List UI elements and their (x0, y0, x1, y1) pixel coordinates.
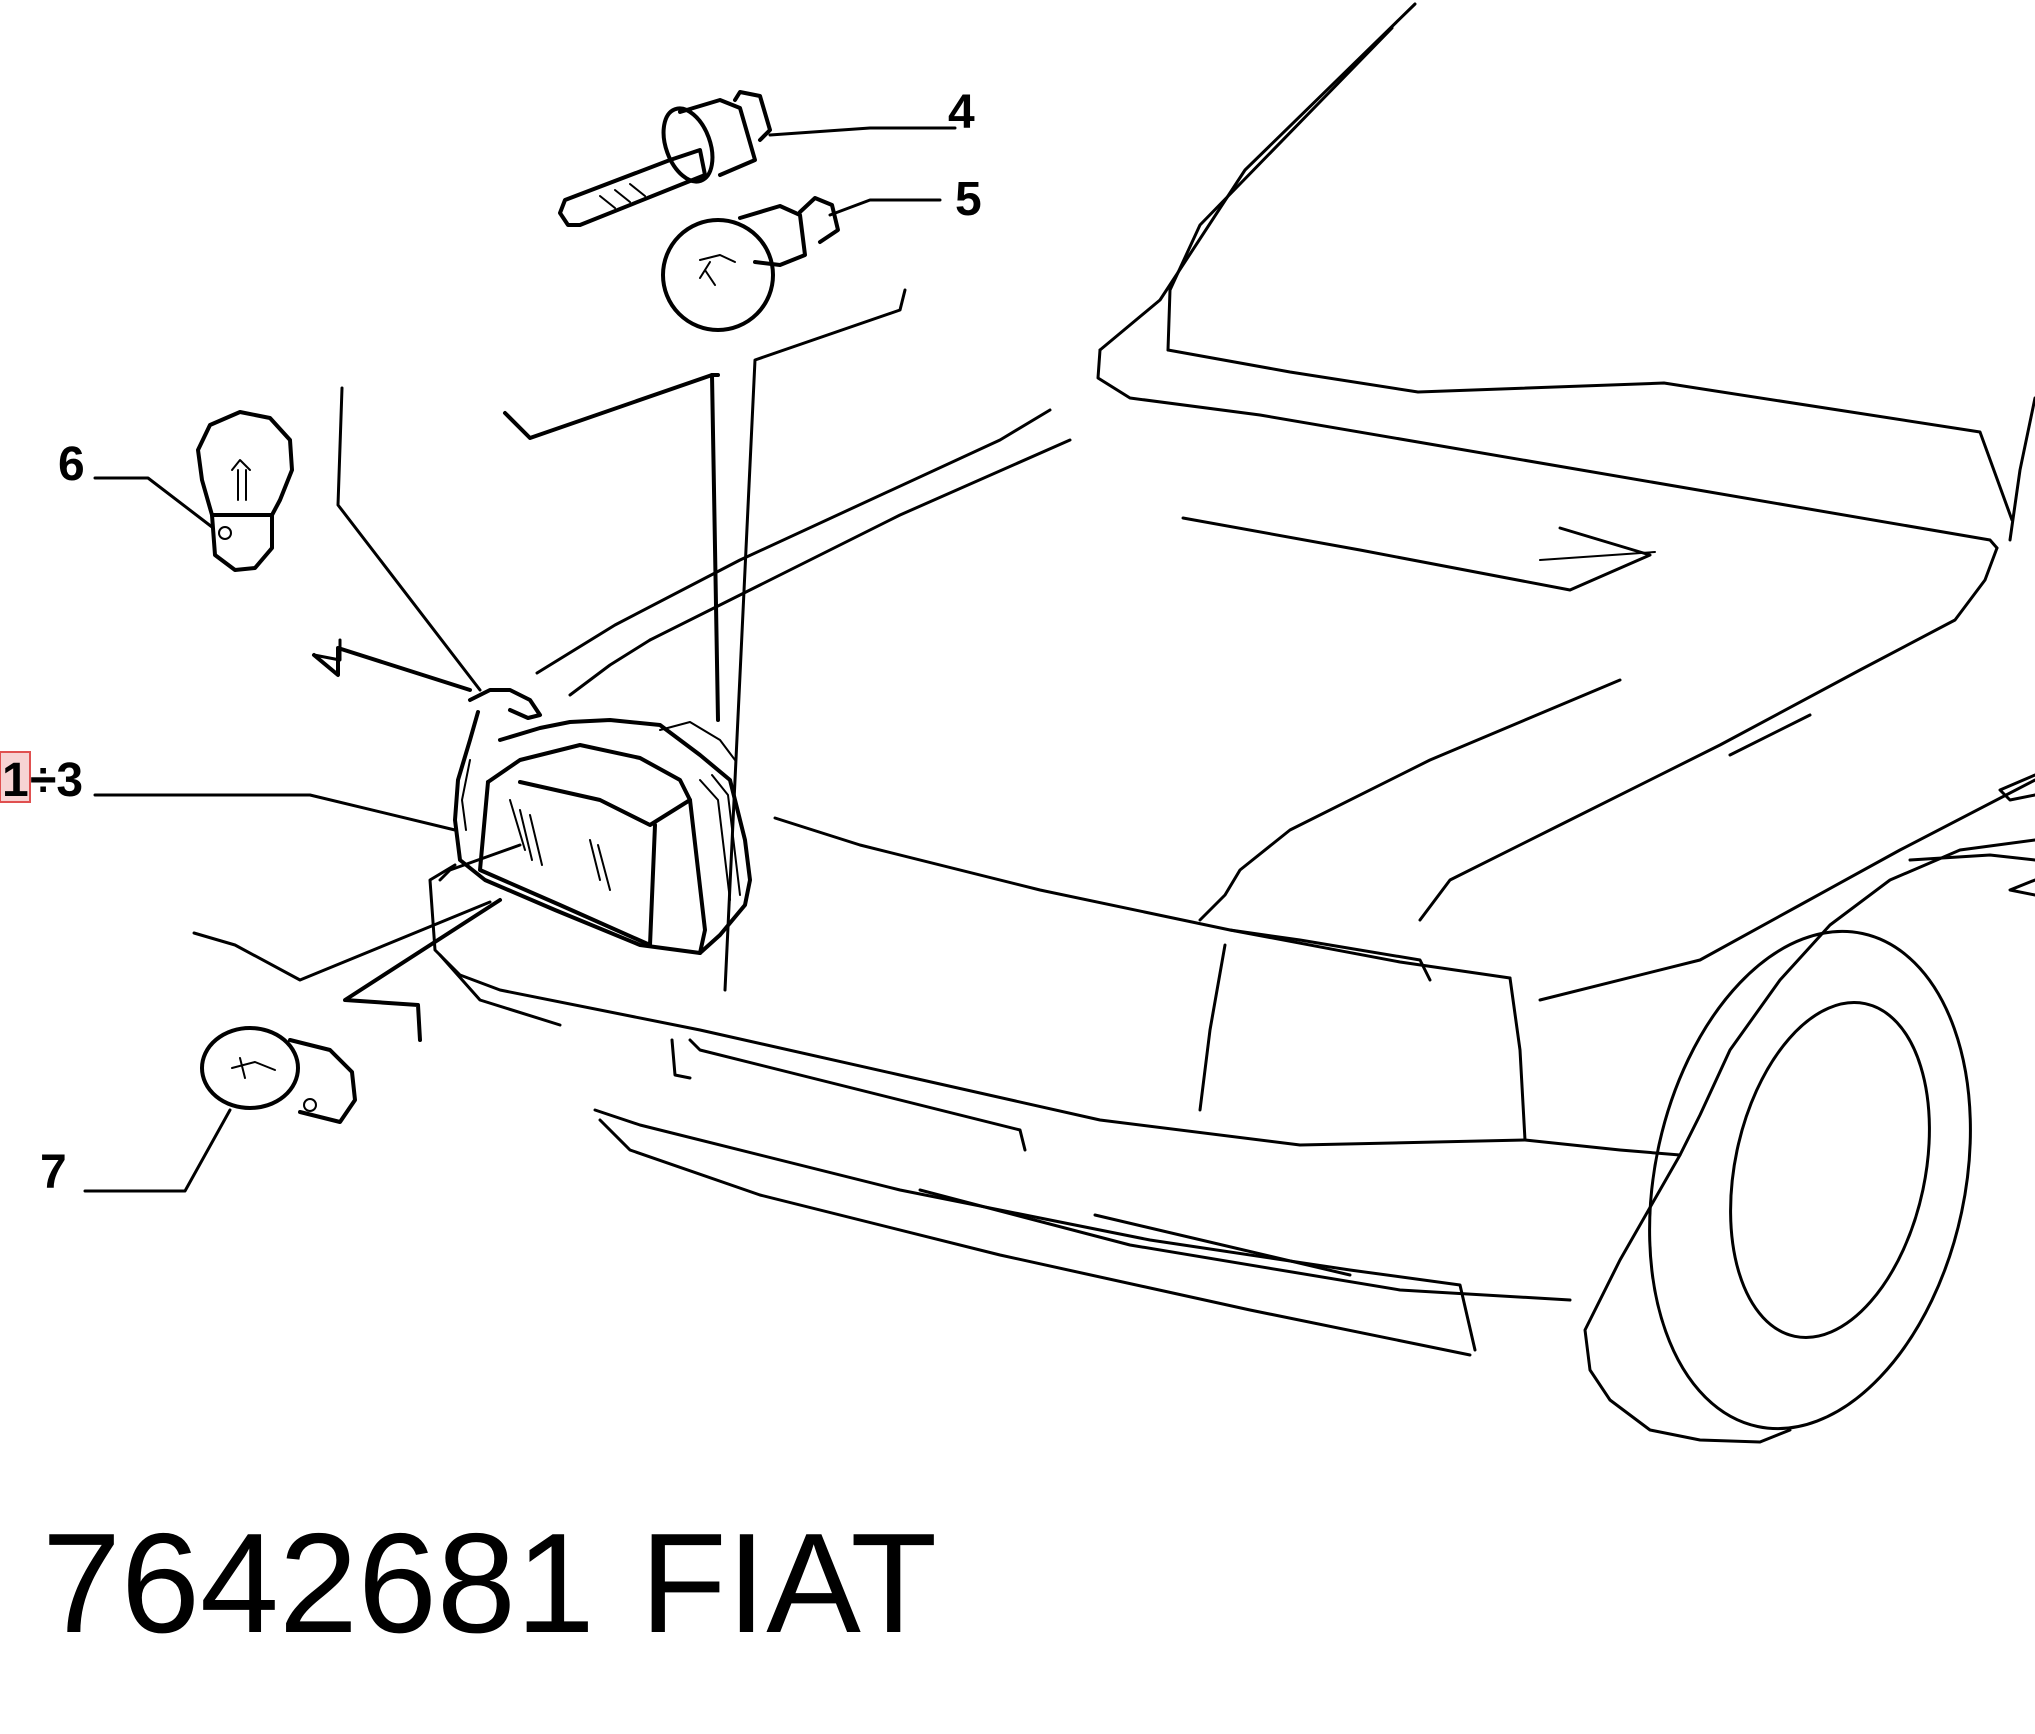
headlamp-lens (478, 780, 657, 947)
hood-left-edge (535, 408, 1052, 675)
bracket-6-hook (312, 646, 472, 692)
brand-name: FIAT (640, 1504, 937, 1663)
leader-7 (83, 1108, 232, 1193)
headlamp-side-line (699, 779, 731, 901)
windshield-inner (1166, 26, 1394, 352)
bulb-6-glass (196, 410, 294, 517)
bulb-7-illustration (200, 1026, 357, 1124)
bulb-6-filament (231, 459, 251, 501)
headlamp-assembly (453, 688, 752, 955)
callout-4: 4 (948, 86, 975, 139)
bracket-top-stem (710, 373, 720, 722)
hood-crease (1198, 678, 1622, 922)
bulb-6-illustration (196, 410, 294, 572)
leader-lines (83, 126, 957, 1193)
bulb-5-glass (661, 218, 775, 332)
part-caption: 7642681 FIAT (42, 1504, 937, 1663)
leader-bracket-7 (192, 900, 492, 982)
valance-strip (1093, 1213, 1352, 1277)
side-mirror-stub (1998, 773, 2035, 802)
valance-top (593, 1108, 1477, 1352)
bulb-7-base (288, 1038, 357, 1124)
bumper-corner (438, 953, 562, 1027)
bulb-5-base (738, 204, 807, 267)
callout-6: 6 (58, 438, 85, 491)
callout-1: 1 (2, 754, 29, 807)
leader-1-3 (93, 793, 457, 832)
part-number: 7642681 (42, 1504, 595, 1663)
bulb-4-filament (599, 183, 646, 209)
fender-inner (1908, 853, 2035, 862)
bracket-top-left (503, 373, 720, 440)
windshield-frame-left (1098, 2, 1417, 352)
bulb-5-illustration (661, 196, 840, 332)
callout-7: 7 (40, 1146, 67, 1199)
bracket-7-hook (343, 898, 502, 1042)
wheel-arch-lower (1583, 1153, 1792, 1444)
leader-6 (93, 476, 214, 529)
bulb-4-base (678, 98, 757, 177)
fender-arch-outer (1523, 838, 2035, 1157)
hood-crease-right (1728, 713, 1812, 757)
headlamp-housing (453, 710, 752, 955)
bulb-4-glass (558, 148, 707, 227)
grille-divider (1198, 943, 1227, 1112)
callout-5: 5 (955, 173, 982, 226)
bulb-4-flange (661, 106, 715, 184)
bumper-top (428, 863, 1527, 1147)
front-left-corner (438, 843, 522, 882)
bulb-7-filament (231, 1057, 276, 1079)
a-pillar-right (2008, 396, 2035, 542)
headlamp-side-line-2 (711, 774, 741, 896)
fender-marker (2008, 878, 2035, 897)
bulb-7-pin (303, 1098, 317, 1112)
callout-labels: 4 5 6 7 1 ÷3 (0, 86, 982, 1199)
headlamp-right-edge (688, 798, 707, 955)
tire-outer (1648, 929, 1972, 1431)
callout-1-range: ÷3 (30, 754, 83, 807)
bumper-lower-line (918, 1188, 1572, 1302)
bumper-notch (670, 1038, 692, 1080)
bracket-6-arm (312, 638, 342, 662)
grille-right-side (1508, 976, 1527, 1142)
leader-bracket-6 (336, 386, 482, 692)
bulb-5-connector (798, 196, 840, 244)
bumper-bottom (598, 1118, 1472, 1357)
headlamp-clip (468, 688, 542, 720)
headlamp-left-edge (461, 759, 471, 831)
car-body-drawing (428, 2, 2035, 1444)
wheel-rim (1729, 1001, 1931, 1339)
hood-right-edge (1418, 546, 1999, 922)
bulb-4-connector (733, 90, 772, 142)
grille-top (1228, 928, 1432, 982)
bulb-6-pin (218, 526, 232, 540)
hood-leading-edge (773, 816, 1512, 980)
bulb-5-filament (699, 254, 736, 286)
lens-hatching (509, 799, 611, 891)
bulb-7-glass (200, 1026, 300, 1110)
leader-4 (768, 126, 957, 137)
hood-bulge (1181, 516, 1652, 592)
windshield-base (1166, 348, 2014, 522)
cowl-line (1096, 348, 1999, 550)
leader-bracket-4-5 (723, 288, 907, 992)
callout-1-highlight (0, 751, 31, 803)
headlamp-rear-cap (659, 721, 736, 761)
hood-left-taper (568, 638, 652, 697)
leader-5 (828, 198, 942, 217)
bulb-4-illustration (558, 90, 772, 227)
hood-bulge-crease (1539, 551, 1656, 561)
license-recess (688, 1038, 1027, 1152)
hood-inner-line (648, 438, 1072, 642)
headlamp-top-face (486, 743, 692, 827)
bulb-6-base (210, 513, 274, 572)
fender-side-line (1538, 778, 2035, 1002)
